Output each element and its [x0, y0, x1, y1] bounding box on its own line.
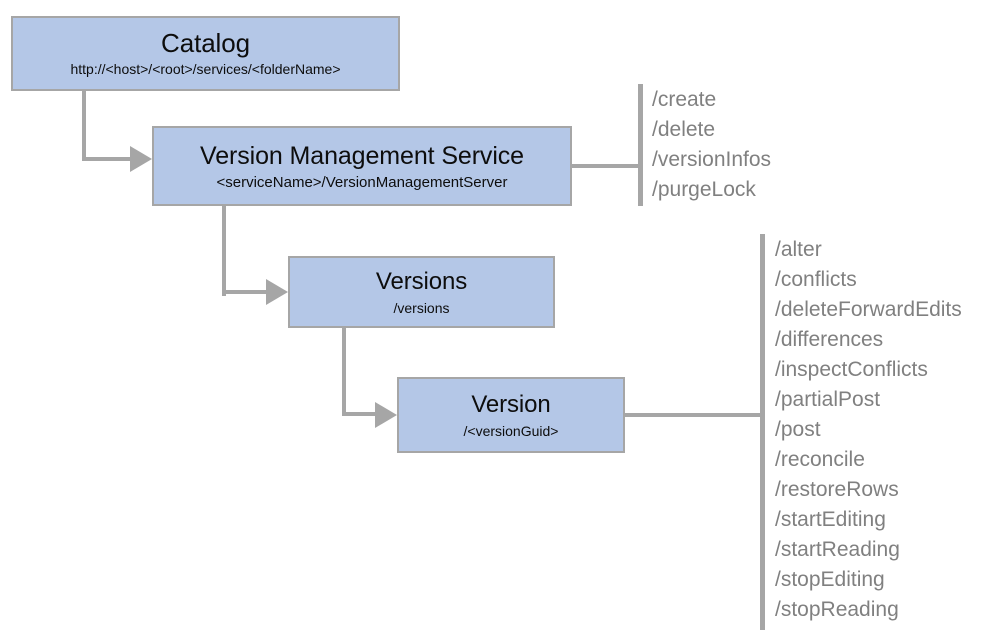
version-operations-list: /alter /conflicts /deleteForwardEdits /d… — [775, 235, 962, 625]
node-versions[interactable]: Versions /versions — [288, 256, 555, 328]
operation-item[interactable]: /stopReading — [775, 598, 899, 621]
arrowhead-service-to-versions-icon — [266, 279, 288, 305]
connector-service-to-operations — [572, 164, 642, 168]
node-version[interactable]: Version /<versionGuid> — [397, 377, 625, 453]
operation-item[interactable]: /reconcile — [775, 448, 865, 471]
connector-service-to-versions-vertical — [222, 206, 226, 296]
node-catalog-subtitle: http://<host>/<root>/services/<folderNam… — [70, 61, 341, 77]
operation-item[interactable]: /inspectConflicts — [775, 358, 928, 381]
operation-item[interactable]: /stopEditing — [775, 568, 885, 591]
node-versions-title: Versions — [375, 267, 468, 295]
operation-item[interactable]: /deleteForwardEdits — [775, 298, 962, 321]
operation-item[interactable]: /post — [775, 418, 821, 441]
node-version-management-service-subtitle: <serviceName>/VersionManagementServer — [216, 173, 508, 191]
operation-item[interactable]: /conflicts — [775, 268, 857, 291]
node-version-management-service[interactable]: Version Management Service <serviceName>… — [152, 126, 572, 206]
connector-version-to-operations — [625, 413, 764, 417]
connector-catalog-to-service-horizontal — [82, 157, 131, 161]
operation-item[interactable]: /alter — [775, 238, 822, 261]
connector-versions-to-version-horizontal — [342, 412, 376, 416]
bracket-version-operations — [760, 234, 765, 630]
node-version-subtitle: /<versionGuid> — [463, 422, 559, 439]
node-version-management-service-title: Version Management Service — [200, 141, 524, 170]
operation-item[interactable]: /startReading — [775, 538, 900, 561]
connector-service-to-versions-horizontal — [222, 290, 267, 294]
node-catalog[interactable]: Catalog http://<host>/<root>/services/<f… — [11, 16, 400, 91]
operation-item[interactable]: /versionInfos — [652, 148, 772, 171]
arrowhead-catalog-to-service-icon — [130, 146, 152, 172]
connector-versions-to-version-vertical — [342, 328, 346, 416]
operation-item[interactable]: /create — [652, 88, 717, 111]
operation-item[interactable]: /delete — [652, 118, 716, 141]
service-operations-list: /create /delete /versionInfos /purgeLock — [652, 85, 771, 205]
arrowhead-versions-to-version-icon — [375, 402, 397, 428]
connector-catalog-to-service-vertical — [82, 91, 86, 161]
operation-item[interactable]: /purgeLock — [652, 178, 756, 201]
operation-item[interactable]: /partialPost — [775, 388, 881, 411]
node-catalog-title: Catalog — [161, 28, 250, 58]
bracket-service-operations — [638, 84, 643, 206]
operation-item[interactable]: /differences — [775, 328, 884, 351]
operation-item[interactable]: /restoreRows — [775, 478, 899, 501]
operation-item[interactable]: /startEditing — [775, 508, 886, 531]
node-versions-subtitle: /versions — [393, 299, 450, 316]
node-version-title: Version — [471, 390, 551, 418]
